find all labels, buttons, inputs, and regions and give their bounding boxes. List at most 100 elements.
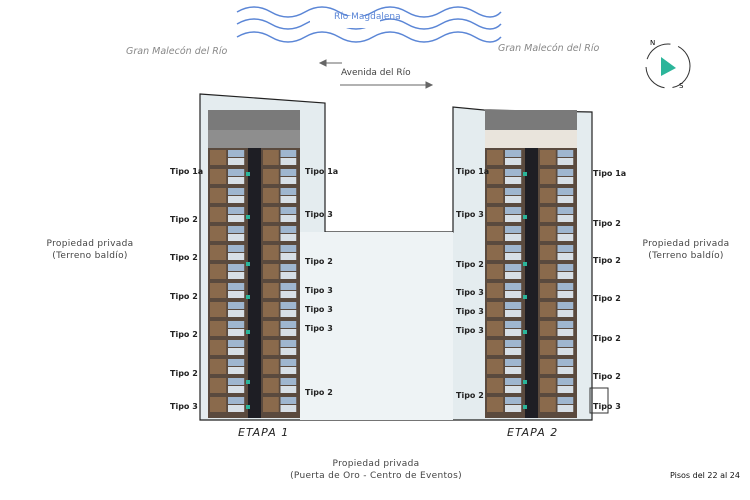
unit-room bbox=[540, 283, 556, 298]
unit-room bbox=[540, 302, 556, 317]
unit-room bbox=[557, 386, 574, 393]
unit-room bbox=[505, 264, 522, 271]
unit-room bbox=[280, 367, 297, 374]
unit-type-label: Tipo 1a bbox=[305, 167, 339, 176]
unit-room bbox=[487, 321, 504, 336]
unit-room bbox=[280, 158, 297, 165]
unit-room bbox=[540, 245, 556, 260]
unit-room bbox=[557, 348, 574, 355]
etapa-2-label: ETAPA 2 bbox=[507, 426, 559, 439]
unit-room bbox=[263, 302, 279, 317]
unit-room bbox=[228, 291, 245, 298]
elevator-marker bbox=[523, 215, 527, 219]
elevator-marker bbox=[246, 330, 250, 334]
unit-room bbox=[263, 226, 279, 241]
unit-room bbox=[557, 405, 574, 412]
unit-room bbox=[228, 310, 245, 317]
unit-room bbox=[263, 188, 279, 203]
unit-room bbox=[210, 150, 227, 165]
unit-room bbox=[540, 378, 556, 393]
unit-room bbox=[505, 150, 522, 157]
unit-room bbox=[487, 302, 504, 317]
unit-room bbox=[540, 226, 556, 241]
unit-room bbox=[228, 367, 245, 374]
malecon-right: Gran Malecón del Río bbox=[498, 43, 600, 54]
unit-room bbox=[280, 348, 297, 355]
unit-room bbox=[210, 245, 227, 260]
unit-room bbox=[505, 207, 522, 214]
unit-room bbox=[557, 188, 574, 195]
unit-room bbox=[505, 158, 522, 165]
unit-room bbox=[557, 253, 574, 260]
unit-room bbox=[228, 177, 245, 184]
unit-type-label: Tipo 2 bbox=[170, 330, 198, 339]
unit-room bbox=[557, 310, 574, 317]
unit-room bbox=[280, 291, 297, 298]
unit-type-label: Tipo 2 bbox=[593, 219, 621, 228]
unit-room bbox=[228, 264, 245, 271]
elevator-marker bbox=[246, 172, 250, 176]
unit-type-label: Tipo 2 bbox=[593, 372, 621, 381]
unit-room bbox=[228, 207, 245, 214]
unit-room bbox=[280, 207, 297, 214]
unit-room bbox=[263, 283, 279, 298]
unit-type-label: Tipo 1a bbox=[593, 169, 627, 178]
unit-room bbox=[210, 264, 227, 279]
unit-room bbox=[487, 264, 504, 279]
unit-room bbox=[228, 340, 245, 347]
unit-room bbox=[540, 169, 556, 184]
unit-room bbox=[263, 340, 279, 355]
unit-room bbox=[280, 340, 297, 347]
unit-room bbox=[228, 150, 245, 157]
unit-room bbox=[228, 253, 245, 260]
roof-area bbox=[485, 130, 577, 148]
unit-room bbox=[540, 359, 556, 374]
property-bottom: Propiedad privada(Puerta de Oro - Centro… bbox=[290, 459, 462, 481]
unit-room bbox=[540, 340, 556, 355]
unit-room bbox=[228, 158, 245, 165]
unit-room bbox=[263, 264, 279, 279]
building-etapa-1 bbox=[208, 110, 300, 418]
compass-north: N bbox=[650, 39, 656, 47]
unit-room bbox=[228, 378, 245, 385]
unit-room bbox=[263, 397, 279, 412]
unit-room bbox=[263, 169, 279, 184]
unit-room bbox=[228, 169, 245, 176]
compass bbox=[645, 43, 691, 89]
unit-type-label: Tipo 2 bbox=[593, 294, 621, 303]
unit-room bbox=[228, 302, 245, 309]
unit-room bbox=[210, 302, 227, 317]
roof-terrace bbox=[208, 110, 300, 130]
unit-room bbox=[263, 359, 279, 374]
unit-room bbox=[505, 329, 522, 336]
unit-room bbox=[487, 245, 504, 260]
unit-room bbox=[540, 397, 556, 412]
unit-room bbox=[280, 150, 297, 157]
unit-type-label: Tipo 3 bbox=[593, 402, 621, 411]
unit-room bbox=[505, 188, 522, 195]
unit-room bbox=[557, 302, 574, 309]
unit-room bbox=[280, 264, 297, 271]
unit-room bbox=[505, 226, 522, 233]
unit-room bbox=[228, 245, 245, 252]
unit-room bbox=[505, 215, 522, 222]
roof-area bbox=[208, 130, 300, 148]
unit-room bbox=[280, 329, 297, 336]
etapa-1-label: ETAPA 1 bbox=[238, 426, 290, 439]
unit-type-label: Tipo 1a bbox=[170, 167, 204, 176]
unit-room bbox=[228, 359, 245, 366]
unit-room bbox=[505, 321, 522, 328]
unit-room bbox=[540, 188, 556, 203]
unit-room bbox=[540, 150, 556, 165]
unit-room bbox=[487, 169, 504, 184]
unit-room bbox=[505, 169, 522, 176]
unit-type-label: Tipo 3 bbox=[170, 402, 198, 411]
unit-room bbox=[557, 397, 574, 404]
unit-room bbox=[505, 302, 522, 309]
unit-room bbox=[505, 234, 522, 241]
unit-type-label: Tipo 1a bbox=[456, 167, 490, 176]
unit-room bbox=[280, 226, 297, 233]
unit-room bbox=[263, 150, 279, 165]
unit-room bbox=[557, 291, 574, 298]
unit-room bbox=[228, 272, 245, 279]
